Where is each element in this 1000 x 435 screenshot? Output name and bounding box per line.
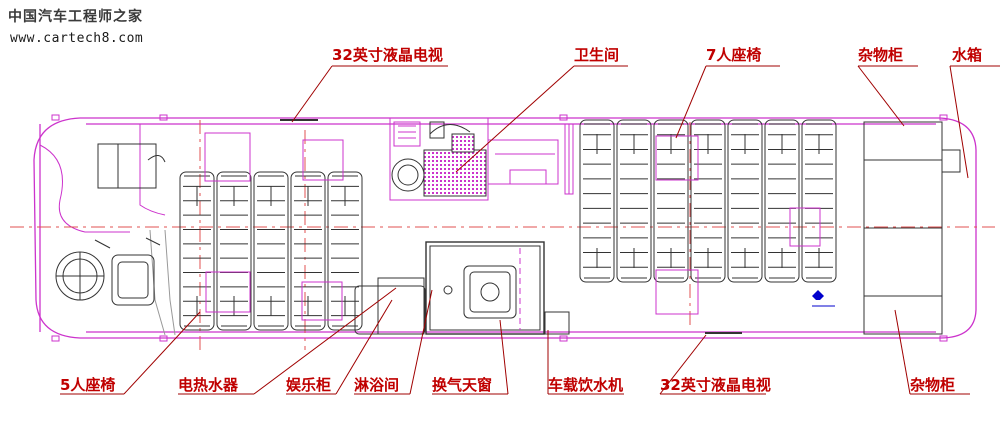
seat-overlays [204,132,821,321]
label-shower: 淋浴间 [354,376,400,394]
seat-column [579,119,615,283]
label-water-dispenser: 车载饮水机 [548,376,624,394]
watermark-title: 中国汽车工程师之家 [8,9,143,25]
rear-cabinets [863,121,961,335]
label-seat-7: 7人座椅 [706,46,762,64]
entertainment-cabinet [354,277,426,335]
seat-column [690,119,726,283]
steering-wheel-icon [55,237,161,306]
seat-column [801,119,837,283]
seat-block-5 [179,171,363,331]
seat-column [179,171,215,331]
side-marks [51,114,948,342]
leader-lines [60,65,1000,395]
label-toilet: 卫生间 [574,46,620,64]
label-vent: 换气天窗 [432,376,493,394]
label-cabinet-top: 杂物柜 [858,46,904,64]
seat-column [290,171,326,331]
bus-outline [33,117,977,339]
direction-arrow-icon [812,290,835,307]
label-tv-bottom: 32英寸液晶电视 [660,376,771,394]
seat-column [653,119,689,283]
label-seat-5: 5人座椅 [60,376,116,394]
seat-column [727,119,763,283]
seat-column [764,119,800,283]
seat-column [616,119,652,283]
toilet-room [389,117,574,201]
watermark-url: www.cartech8.com [10,31,144,46]
seat-column [253,171,289,331]
shower-room [425,241,570,335]
label-entertainment-cabinet: 娱乐柜 [286,376,332,394]
seat-block-7 [579,119,837,283]
seat-column [327,171,363,331]
label-heater: 电热水器 [178,376,239,394]
label-water-tank: 水箱 [952,46,983,64]
label-tv-top: 32英寸液晶电视 [332,46,443,64]
label-cabinet-bottom: 杂物柜 [910,376,956,394]
seat-column [216,171,252,331]
cab-area [39,124,176,336]
